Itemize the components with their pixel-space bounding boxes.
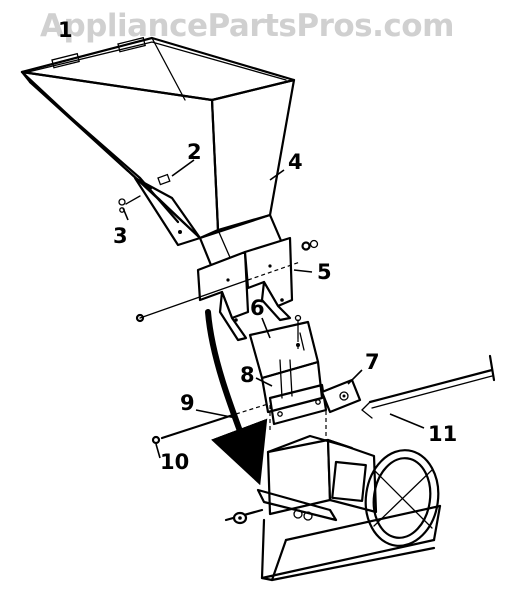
discharge-opening bbox=[331, 460, 367, 503]
callout-4: 4 bbox=[288, 150, 303, 174]
housing-flange bbox=[364, 449, 440, 547]
deflector bbox=[248, 314, 324, 414]
discharge-housing bbox=[256, 434, 378, 522]
callout-7: 7 bbox=[365, 350, 380, 374]
washer bbox=[309, 239, 319, 249]
hinge-plate bbox=[268, 359, 328, 440]
callout-6: 6 bbox=[250, 296, 265, 320]
callout-5: 5 bbox=[317, 260, 332, 284]
long-bolt bbox=[135, 239, 319, 323]
assembly-arrow bbox=[205, 309, 268, 486]
leader-lines bbox=[122, 159, 425, 459]
pivot-bracket bbox=[320, 378, 362, 414]
side-brackets bbox=[196, 236, 294, 342]
handle-slot-left bbox=[51, 52, 80, 69]
handle-slot-right bbox=[117, 36, 146, 53]
hopper bbox=[20, 36, 296, 240]
callout-8: 8 bbox=[240, 363, 255, 387]
shoulder-bolt bbox=[151, 403, 269, 445]
callout-10: 10 bbox=[160, 450, 190, 474]
base-frame bbox=[260, 504, 442, 582]
base-washer bbox=[224, 508, 264, 525]
callout-1: 1 bbox=[58, 18, 73, 42]
callout-3: 3 bbox=[113, 224, 128, 248]
handle-rail bbox=[20, 70, 202, 240]
nut bbox=[301, 241, 311, 251]
nut-10 bbox=[151, 435, 161, 445]
hopper-hardware bbox=[118, 173, 171, 213]
callout-9: 9 bbox=[180, 391, 195, 415]
callout-2: 2 bbox=[187, 140, 202, 164]
callout-11: 11 bbox=[428, 422, 458, 446]
control-rod bbox=[361, 354, 496, 419]
